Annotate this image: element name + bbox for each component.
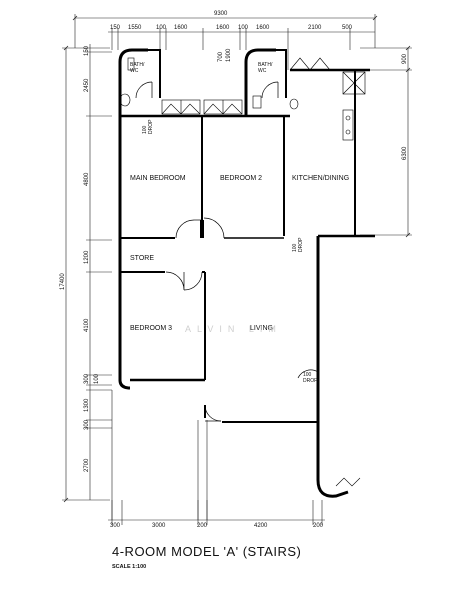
drop-label-1-text: DROP xyxy=(148,119,154,134)
dim-top-6: 100 xyxy=(238,25,249,31)
drop-label-3-text: DROP xyxy=(303,378,318,384)
dim-bottom-1: 300 xyxy=(110,523,121,529)
dimension-ticks xyxy=(63,15,411,503)
drop-label-2-text: DROP xyxy=(298,237,304,252)
dim-left-9: 300 xyxy=(84,419,90,430)
dim-left-10: 2700 xyxy=(84,458,90,472)
room-label-bedroom-2: BEDROOM 2 xyxy=(220,175,262,182)
dim-bottom-3: 200 xyxy=(197,523,208,529)
dimension-lines xyxy=(62,14,412,525)
room-label-living: LIVING xyxy=(250,325,273,332)
drop-label-1-value: 100 xyxy=(142,125,148,134)
dim-bottom-2: 3000 xyxy=(152,523,166,529)
drop-label-3: 100 DROP xyxy=(303,372,318,384)
dim-left-8: 1300 xyxy=(84,398,90,412)
dim-top-1: 150 xyxy=(110,25,121,31)
dim-bottom-4: 4200 xyxy=(254,523,268,529)
dim-left-1: 150 xyxy=(84,45,90,56)
dim-left-3: 4800 xyxy=(84,172,90,186)
dim-left-2: 2450 xyxy=(84,78,90,92)
dim-top-4: 1600 xyxy=(174,25,188,31)
dim-top-8: 2100 xyxy=(308,25,322,31)
walls xyxy=(118,48,375,498)
dim-left-5: 4100 xyxy=(84,318,90,332)
dim-right-2: 6300 xyxy=(402,146,408,160)
dim-top-9: 500 xyxy=(342,25,353,31)
room-label-kitchen-dining: KITCHEN/DINING xyxy=(292,175,349,182)
dim-bottom-5: 200 xyxy=(313,523,324,529)
dim-top-7: 1600 xyxy=(256,25,270,31)
dim-top-total: 9300 xyxy=(214,11,228,17)
dim-left-7: 100 xyxy=(94,373,100,384)
drop-label-3-value: 100 xyxy=(303,372,312,378)
dim-left-6: 300 xyxy=(84,373,90,384)
dim-small-700: 700 xyxy=(218,51,224,62)
room-label-bath-1-line1: BATH/ xyxy=(130,62,145,68)
drop-label-1: 100 DROP xyxy=(142,119,154,134)
dim-right-1: 900 xyxy=(402,53,408,64)
plan-title: 4-ROOM MODEL 'A' (STAIRS) xyxy=(112,544,301,559)
room-label-bath-1-line2: WC xyxy=(130,68,139,74)
dim-top-5: 1600 xyxy=(216,25,230,31)
wardrobes xyxy=(161,57,361,487)
room-label-main-bedroom: MAIN BEDROOM xyxy=(130,175,186,182)
dim-left-total: 17400 xyxy=(60,273,66,290)
drop-label-2: 100 DROP xyxy=(292,237,304,252)
dim-small-1900: 1900 xyxy=(226,48,232,62)
watermark: ALVIN LIM xyxy=(185,324,282,334)
room-label-bedroom-3: BEDROOM 3 xyxy=(130,325,172,332)
room-label-bath-2-line1: BATH/ xyxy=(258,62,273,68)
scale-label: SCALE 1:100 xyxy=(112,564,146,570)
fixtures xyxy=(119,57,366,141)
room-label-store: STORE xyxy=(130,255,154,262)
dim-left-4: 1200 xyxy=(84,250,90,264)
doors xyxy=(135,81,319,422)
room-label-bath-2-line2: WC xyxy=(258,68,267,74)
drop-label-2-value: 100 xyxy=(292,243,298,252)
dim-left-values: 150 2450 4800 1200 4100 300 100 1300 300… xyxy=(84,45,100,472)
dim-top-2: 1550 xyxy=(128,25,142,31)
dim-top-3: 100 xyxy=(156,25,167,31)
